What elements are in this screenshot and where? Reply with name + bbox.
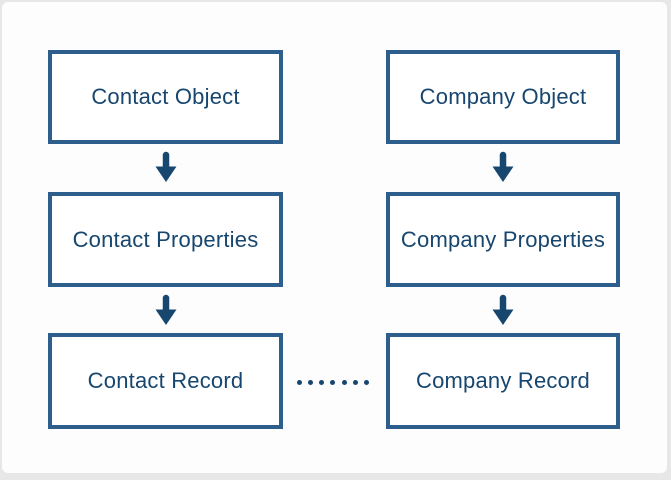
box-contact-record-label: Contact Record <box>87 368 244 393</box>
dot <box>330 379 336 385</box>
dot <box>363 379 369 385</box>
arrow-down-icon <box>491 294 515 326</box>
arrow-down-icon <box>154 151 178 183</box>
box-company-properties-label: Company Properties <box>400 226 606 252</box>
box-company-record-label: Company Record <box>416 368 590 393</box>
box-company-object-label: Company Object <box>419 84 587 109</box>
box-company-record: Company Record <box>386 333 620 429</box>
dot <box>352 379 358 385</box>
box-contact-object-label: Contact Object <box>91 84 240 109</box>
box-contact-record: Contact Record <box>48 333 283 429</box>
dot <box>297 379 302 385</box>
box-company-object: Company Object <box>386 50 620 144</box>
arrow-down-icon <box>154 294 178 326</box>
box-company-properties: Company Properties <box>386 192 620 287</box>
dot <box>308 379 314 385</box>
box-contact-properties-label: Contact Properties <box>72 226 259 252</box>
arrow-down-icon <box>491 151 515 183</box>
dot <box>319 379 325 385</box>
box-contact-properties: Contact Properties <box>48 192 283 287</box>
dotted-connector <box>297 370 369 394</box>
box-contact-object: Contact Object <box>48 50 283 144</box>
dot <box>341 379 347 385</box>
